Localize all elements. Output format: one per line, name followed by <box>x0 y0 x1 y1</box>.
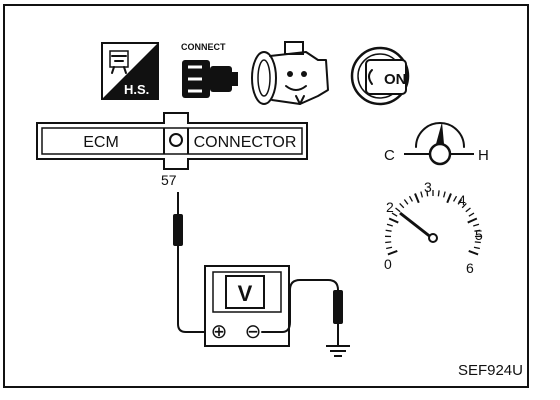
connector-lock-icon <box>169 133 183 147</box>
tachometer: 0 2 3 4 5 6 <box>384 179 483 276</box>
voltmeter: V ⊕ ⊖ <box>204 265 290 347</box>
tach-label-3: 3 <box>424 179 432 195</box>
tach-label-5: 5 <box>475 227 483 243</box>
tachometer-tick <box>385 229 392 232</box>
tachometer-tick <box>388 217 399 224</box>
tachometer-tick <box>474 241 481 244</box>
tach-label-6: 6 <box>466 260 474 276</box>
ecm-connector: ECM CONNECTOR <box>36 112 308 170</box>
tachometer-tick <box>391 212 398 217</box>
temperature-cold-label: C <box>384 147 395 164</box>
tachometer-tick <box>453 195 458 202</box>
ignition-key-on-icon: ON <box>350 46 410 106</box>
negative-probe <box>261 279 343 346</box>
connector-label: CONNECTOR <box>194 134 297 151</box>
engine-running-icon <box>251 41 329 105</box>
tachometer-tick <box>399 203 405 209</box>
temperature-needle <box>436 122 444 144</box>
tachometer-tick <box>395 207 401 213</box>
connect-label: CONNECT <box>181 42 226 52</box>
terminal-number: 57 <box>161 172 177 188</box>
tachometer-tick <box>474 229 481 232</box>
tachometer-tick <box>386 223 393 227</box>
tachometer-tick <box>461 203 467 209</box>
tachometer-tick <box>468 212 475 217</box>
tachometer-tick <box>408 195 413 202</box>
tachometer-tick <box>414 193 420 204</box>
temperature-hot-label: H <box>478 147 489 164</box>
tachometer-tick <box>465 207 471 213</box>
tachometer-tick <box>387 250 398 256</box>
positive-probe <box>173 192 213 333</box>
ground-symbol-icon <box>326 345 350 357</box>
figure-code: SEF924U <box>458 362 523 379</box>
tachometer-tick <box>467 217 478 224</box>
tach-label-4: 4 <box>458 192 466 208</box>
tachometer-tick <box>385 241 392 244</box>
tachometer-tick <box>437 190 440 197</box>
connector-connect-icon: CONNECT <box>181 42 238 98</box>
tachometer-needle <box>399 211 433 240</box>
hot-standby-icon: H.S. <box>101 42 159 100</box>
tachometer-tick <box>420 191 423 198</box>
tachometer-tick <box>426 190 429 197</box>
ignition-on-label: ON <box>384 71 407 88</box>
tachometer-tick <box>457 199 463 205</box>
tachometer-tick <box>386 246 393 250</box>
hot-standby-label: H.S. <box>124 82 149 97</box>
voltmeter-positive-terminal: ⊕ <box>211 321 228 343</box>
tachometer-tick <box>468 250 479 256</box>
voltmeter-symbol: V <box>238 281 253 306</box>
voltmeter-negative-terminal: ⊖ <box>245 321 262 343</box>
tachometer-tick <box>446 193 452 204</box>
tach-label-2: 2 <box>386 199 394 215</box>
tachometer-scale <box>385 190 481 256</box>
tach-label-0: 0 <box>384 256 392 272</box>
ecm-label: ECM <box>83 134 119 151</box>
tachometer-tick <box>403 199 409 205</box>
tachometer-tick <box>443 191 446 198</box>
tachometer-tick <box>473 246 480 250</box>
temperature-gauge: C H <box>384 122 489 166</box>
diagram-frame <box>3 4 529 388</box>
tachometer-tick <box>473 223 480 227</box>
